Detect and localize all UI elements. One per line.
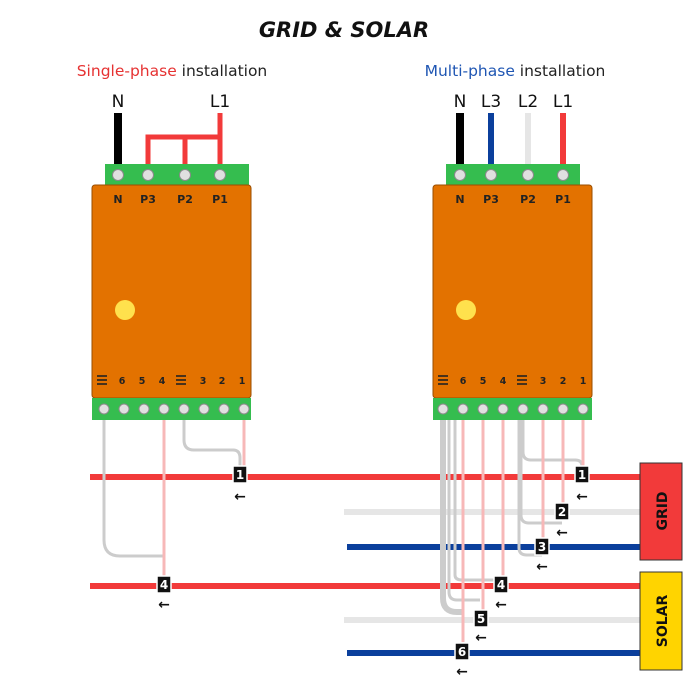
- multi-l1-wire: [560, 113, 566, 168]
- single-sensor-1: 1: [232, 465, 248, 484]
- multi-label-l2: L2: [518, 92, 538, 112]
- multi-bottom-terminal-block: [433, 398, 592, 420]
- multi-label-l1: L1: [553, 92, 573, 112]
- single-meter-body: [91, 184, 252, 399]
- multi-sensor-6-number: 6: [458, 645, 466, 659]
- arrow-left-icon: ←: [536, 559, 548, 575]
- multi-term-p3: P3: [483, 193, 499, 206]
- single-phase-heading: Single-phase installation: [77, 62, 268, 80]
- single-term-p1: P1: [212, 193, 228, 206]
- solar-l3-line: [347, 650, 640, 656]
- multi-sensor-4: 4: [493, 575, 509, 594]
- multi-l2-wire: [525, 113, 531, 168]
- single-status-led: [115, 300, 135, 320]
- multi-sensor-3: 3: [534, 537, 550, 556]
- multi-top-terminal-block: [446, 164, 580, 185]
- single-neutral-icon-2: [176, 375, 186, 385]
- arrow-left-icon: ←: [234, 489, 246, 505]
- multi-sensor-1: 1: [574, 465, 590, 484]
- single-neutral-wire: [114, 113, 122, 168]
- multi-sensor-3-number: 3: [538, 540, 546, 554]
- solar-label: SOLAR: [655, 595, 671, 648]
- grid-l1-line: [90, 474, 640, 480]
- multi-bottom-num-5: 5: [480, 376, 487, 387]
- single-term-p2: P2: [177, 193, 193, 206]
- single-label-l1: L1: [210, 92, 230, 112]
- multi-sensor-2: 2: [554, 502, 570, 521]
- multi-neutral-icon-2: [517, 375, 527, 385]
- multi-term-n: N: [455, 193, 464, 206]
- multi-phase-label: Multi-phase: [425, 62, 515, 80]
- grid-label: GRID: [655, 491, 671, 530]
- multi-sensor-wires: [440, 420, 585, 642]
- arrow-left-icon: ←: [556, 525, 568, 541]
- single-bottom-num-1: 1: [239, 376, 246, 387]
- single-bottom-terminal-block: [92, 398, 251, 420]
- single-bottom-num-3: 3: [200, 376, 207, 387]
- multi-bottom-num-3: 3: [540, 376, 547, 387]
- arrow-left-icon: ←: [576, 489, 588, 505]
- multi-sensor-5: 5: [473, 609, 489, 628]
- single-label-n: N: [112, 92, 125, 112]
- page-title: GRID & SOLAR: [259, 18, 429, 42]
- single-term-p3: P3: [140, 193, 156, 206]
- multi-neutral-icon: [438, 375, 448, 385]
- single-phase-label: Single-phase: [77, 62, 177, 80]
- multi-phase-heading: Multi-phase installation: [425, 62, 606, 80]
- multi-sensor-6: 6: [454, 642, 470, 661]
- multi-l3-wire: [488, 113, 494, 168]
- multi-sensor-2-number: 2: [558, 505, 566, 519]
- multi-status-led: [456, 300, 476, 320]
- multi-term-p2: P2: [520, 193, 536, 206]
- arrow-left-icon: ←: [495, 597, 507, 613]
- single-phase-bridge: [145, 113, 223, 168]
- arrow-left-icon: ←: [456, 664, 468, 680]
- multi-label-l3: L3: [481, 92, 501, 112]
- multi-term-p1: P1: [555, 193, 571, 206]
- grid-l2-line: [344, 509, 640, 515]
- multi-sensor-1-number: 1: [578, 468, 586, 482]
- grid-l3-line: [347, 544, 640, 550]
- multi-top-screws: [454, 169, 569, 181]
- multi-neutral-wire: [456, 113, 464, 168]
- solar-l2-line: [344, 617, 640, 623]
- single-sensor-4-number: 4: [160, 578, 168, 592]
- multi-meter-body: [432, 184, 593, 399]
- arrow-left-icon: ←: [475, 630, 487, 646]
- single-term-n: N: [113, 193, 122, 206]
- multi-bottom-num-1: 1: [580, 376, 587, 387]
- single-top-screws: [112, 169, 226, 181]
- single-bottom-num-2: 2: [219, 376, 226, 387]
- multi-phase-label-rest: installation: [515, 62, 606, 80]
- single-sensor-4: 4: [156, 575, 172, 594]
- single-bottom-num-4: 4: [159, 376, 166, 387]
- arrow-left-icon: ←: [158, 597, 170, 613]
- single-phase-label-rest: installation: [177, 62, 268, 80]
- multi-bottom-num-4: 4: [500, 376, 507, 387]
- multi-bottom-screws: [437, 403, 589, 415]
- multi-label-n: N: [454, 92, 467, 112]
- single-neutral-icon: [97, 375, 107, 385]
- single-sensor-1-number: 1: [236, 468, 244, 482]
- multi-bottom-num-6: 6: [460, 376, 467, 387]
- multi-sensor-5-number: 5: [477, 612, 485, 626]
- single-bottom-screws: [98, 403, 250, 415]
- solar-l1-line: [90, 583, 640, 589]
- single-sensor-wires: [102, 420, 246, 582]
- single-bottom-num-6: 6: [119, 376, 126, 387]
- single-top-terminal-block: [105, 164, 249, 185]
- single-bottom-num-5: 5: [139, 376, 146, 387]
- solar-box: [639, 571, 683, 671]
- grid-box: [639, 462, 683, 561]
- multi-sensor-4-number: 4: [497, 578, 505, 592]
- multi-bottom-num-2: 2: [560, 376, 567, 387]
